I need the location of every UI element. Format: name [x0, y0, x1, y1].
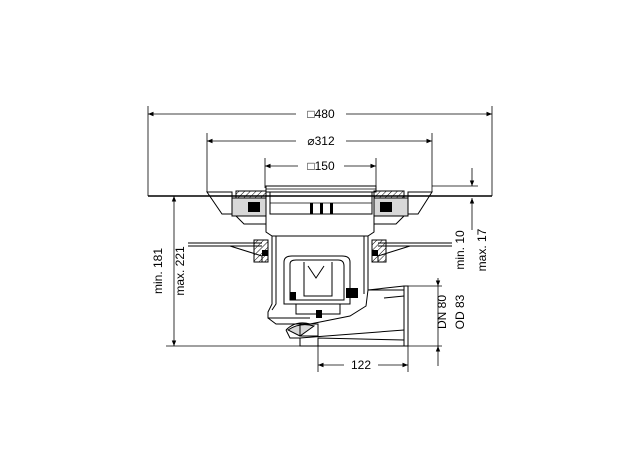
label-grate-size: □150 [307, 159, 335, 173]
label-flange-diameter: ⌀312 [307, 134, 335, 148]
label-top-adjust-max: max. 17 [475, 228, 489, 271]
dimension-outlet: DN 80 OD 83 [408, 278, 467, 366]
membrane-flange [188, 239, 452, 263]
label-outlet-dn: DN 80 [435, 295, 449, 329]
dimension-grate-size: □150 [264, 158, 377, 188]
label-top-adjust-min: min. 10 [453, 230, 467, 270]
drain-body [188, 185, 452, 347]
label-overall-width: □480 [307, 107, 335, 121]
dimension-flange-diameter: ⌀312 [206, 133, 433, 192]
odour-trap [283, 255, 358, 318]
label-height-min: min. 181 [151, 248, 165, 294]
label-outlet-od: OD 83 [453, 294, 467, 329]
dimension-outlet-offset: 122 [317, 346, 409, 372]
dimension-overall-width: □480 [147, 106, 493, 196]
dimension-height: min. 181 max. 221 [151, 196, 300, 347]
dimension-top-adjustment: min. 10 max. 17 [432, 168, 489, 271]
label-outlet-offset: 122 [351, 358, 371, 372]
grate [265, 185, 377, 215]
label-height-max: max. 221 [173, 246, 187, 296]
